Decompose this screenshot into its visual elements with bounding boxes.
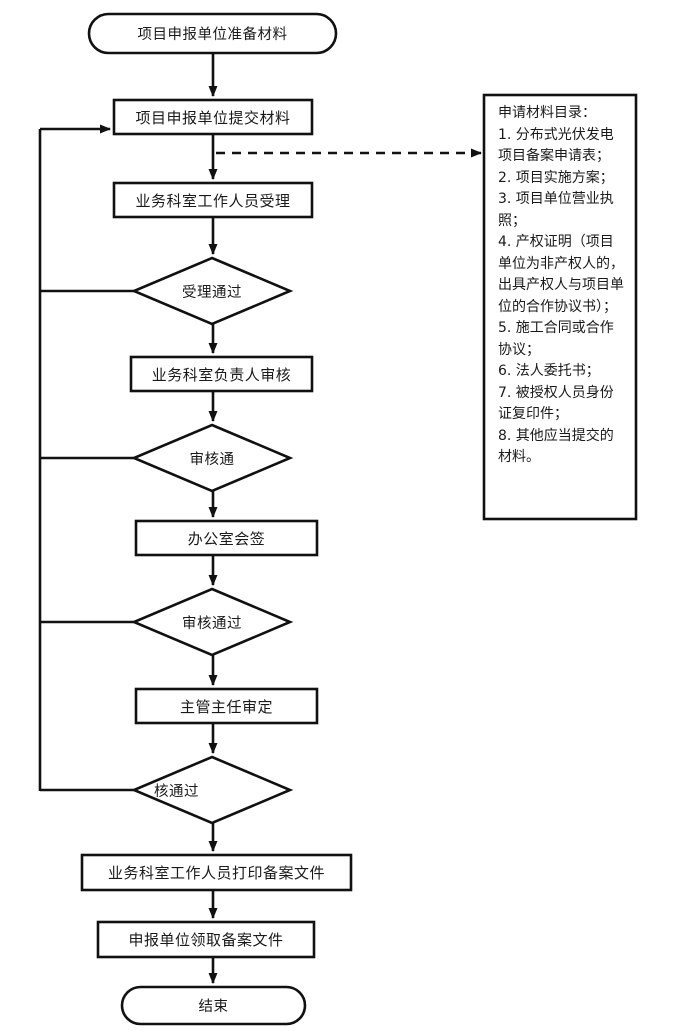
- node-countersign-shape: [134, 519, 319, 557]
- node-review-shape: [129, 355, 314, 393]
- node-accept-decision-shape: [130, 256, 294, 326]
- node-director-shape: [134, 687, 319, 725]
- note-box-text: 申请材料目录： 1. 分布式光伏发电项目备案申请表； 2. 项目实施方案； 3.…: [498, 105, 624, 465]
- node-end-shape: [120, 985, 307, 1026]
- node-collect-shape: [96, 920, 316, 959]
- node-print-shape: [80, 853, 353, 892]
- node-submit-shape: [112, 98, 314, 136]
- node-accept-shape: [112, 181, 314, 219]
- note-box-shape: [482, 93, 638, 521]
- node-review-decision-shape: [130, 423, 294, 493]
- note-box: 申请材料目录： 1. 分布式光伏发电项目备案申请表； 2. 项目实施方案； 3.…: [490, 99, 630, 514]
- node-start-shape: [87, 12, 338, 55]
- node-countersign-decision-shape: [130, 587, 294, 657]
- node-director-decision-shape: [130, 755, 294, 825]
